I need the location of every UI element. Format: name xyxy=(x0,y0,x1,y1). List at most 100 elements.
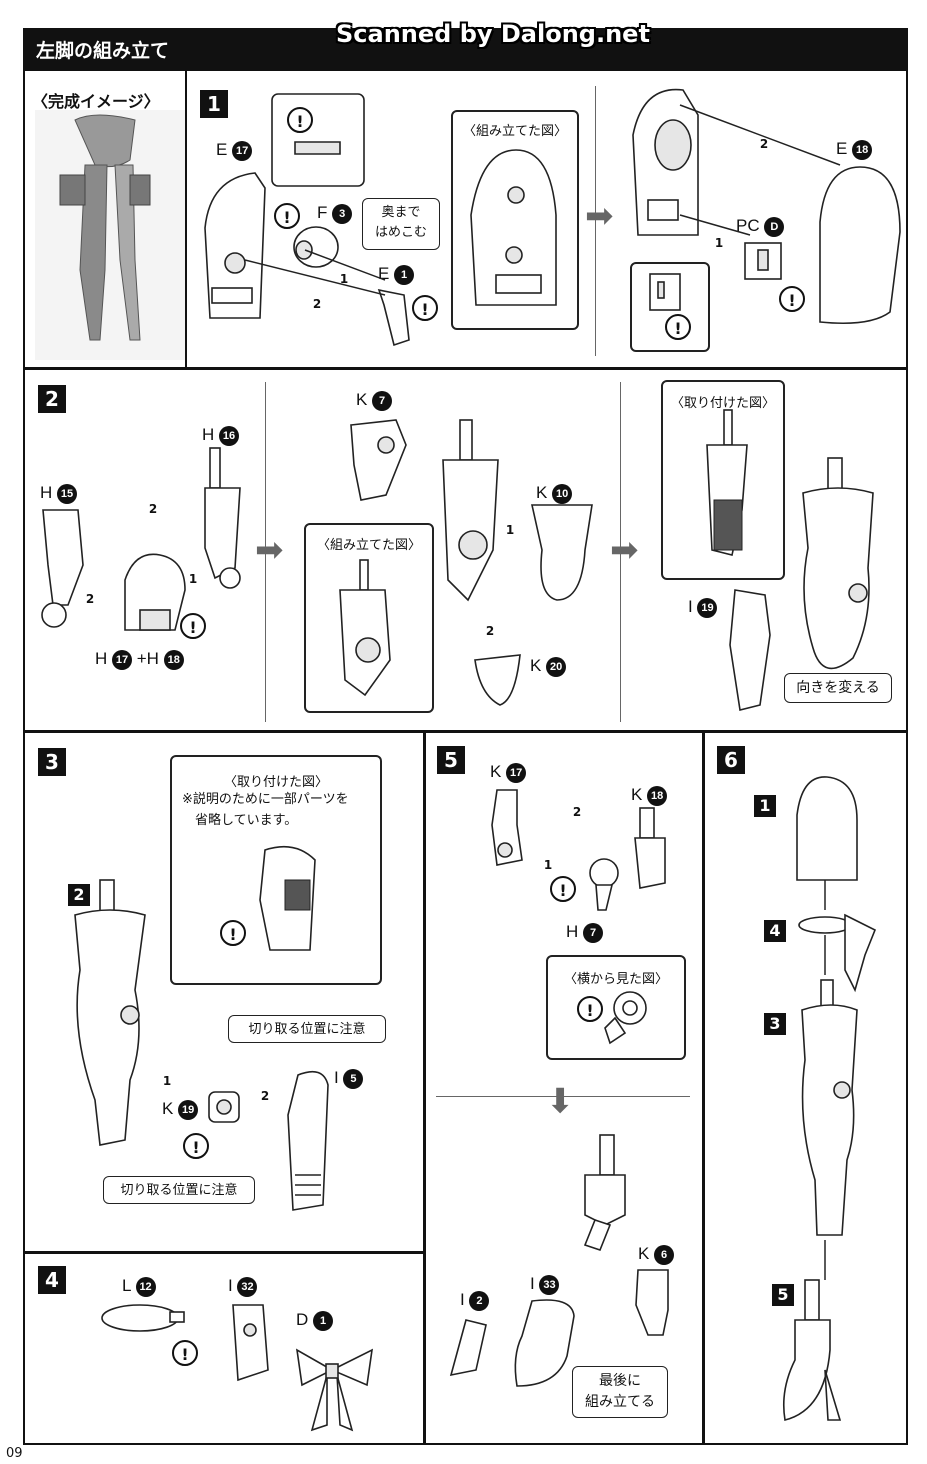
part-number: 19 xyxy=(697,597,718,618)
part-letter: K xyxy=(162,1099,174,1118)
part-label-e1: E 1 xyxy=(378,264,415,285)
attached-detail xyxy=(259,845,316,951)
part-label-h17-h18: H 17 +H 18 xyxy=(95,649,184,670)
warning-icon: ! xyxy=(220,920,246,946)
part-number: 7 xyxy=(583,922,604,943)
part-l12-disc xyxy=(101,1304,185,1332)
step6-number: 6 xyxy=(717,746,745,774)
warn-callout-box xyxy=(271,93,365,187)
part-i2 xyxy=(449,1319,487,1377)
part-letter: K xyxy=(536,483,548,502)
part-k19 xyxy=(208,1091,240,1123)
part-k20 xyxy=(474,654,521,706)
assembly-cap xyxy=(796,776,858,881)
cut-position-note-top: 切り取る位置に注意 xyxy=(228,1015,386,1043)
part-label-h7: H 7 xyxy=(566,922,604,943)
step6-arrows xyxy=(824,880,826,1280)
step6-panel xyxy=(703,731,908,1445)
part-number: 17 xyxy=(232,140,253,161)
part-e1 xyxy=(377,288,410,347)
part-number: 18 xyxy=(647,785,668,806)
attached-view-title: 〈取り付けた図〉 xyxy=(223,775,328,790)
part-e17-shell xyxy=(204,172,266,319)
part-number: 18 xyxy=(852,139,873,160)
part-leg-upper xyxy=(802,457,874,670)
part-number: 17 xyxy=(506,762,527,783)
part-number: 15 xyxy=(57,483,78,504)
part-letter: I xyxy=(228,1276,233,1295)
step5-number: 5 xyxy=(437,746,465,774)
step1-arrows xyxy=(244,249,386,296)
omission-note: ※説明のために一部パーツを 省略しています。 xyxy=(182,792,349,828)
hex-step-2: 2 xyxy=(260,1089,270,1103)
part-letter: K xyxy=(356,390,368,409)
part-pc-cube xyxy=(744,242,782,280)
part-number: 1 xyxy=(313,1310,334,1331)
part-letter: L xyxy=(122,1276,131,1295)
part-letter: E xyxy=(216,140,228,159)
part-number: D xyxy=(764,216,785,237)
hex-step-2: 2 xyxy=(759,137,769,151)
part-label-k20: K 20 xyxy=(530,656,567,677)
part-number: 10 xyxy=(552,483,573,504)
sub-step-3: 3 xyxy=(764,1013,786,1035)
step3-number: 3 xyxy=(38,748,66,776)
change-direction-note: 向きを変える xyxy=(784,673,892,703)
assembly-foot xyxy=(782,1279,842,1421)
part-k17 xyxy=(491,789,523,866)
part-h15 xyxy=(41,509,84,628)
part-number: 18 xyxy=(163,649,184,670)
flow-arrow: ➡ xyxy=(255,530,284,570)
part-letter: PC xyxy=(736,216,760,235)
part-letter: H xyxy=(40,483,53,502)
assembled-shell xyxy=(470,149,557,306)
part-leg-upper-step3 xyxy=(74,879,146,1146)
part-number: 12 xyxy=(135,1276,156,1297)
part-label-i32: I 32 xyxy=(228,1276,258,1297)
part-i33-shoe xyxy=(514,1299,575,1387)
part-number: 19 xyxy=(178,1099,199,1120)
step1-right-arrows xyxy=(679,104,841,236)
part-i19 xyxy=(729,589,771,711)
part-i5 xyxy=(287,1070,329,1211)
step5-divider xyxy=(436,1096,690,1097)
attached-view-title: 〈取り付けた図〉 xyxy=(670,396,775,411)
flow-arrow-down: ➡ xyxy=(540,1085,581,1115)
part-letter: I xyxy=(460,1290,465,1309)
assembled-view-title: 〈組み立てた図〉 xyxy=(462,124,567,139)
row2-divider-a xyxy=(265,382,266,722)
part-letter: K xyxy=(530,656,542,675)
part-i32 xyxy=(232,1304,269,1382)
hex-step-2: 2 xyxy=(485,624,495,638)
step4-panel xyxy=(23,1252,425,1445)
hex-step-2: 2 xyxy=(85,592,95,606)
step2-number: 2 xyxy=(38,385,66,413)
part-label-i33: I 33 xyxy=(530,1274,560,1295)
part-letter: I xyxy=(688,597,693,616)
warning-icon: ! xyxy=(287,107,313,133)
part-number: 5 xyxy=(343,1068,364,1089)
hex-step-2: 2 xyxy=(572,805,582,819)
part-label-k19: K 19 xyxy=(162,1099,199,1120)
hex-step-2: 2 xyxy=(312,297,322,311)
warning-icon: ! xyxy=(550,876,576,902)
step4-number: 4 xyxy=(38,1266,66,1294)
hex-step-1: 1 xyxy=(162,1074,172,1088)
part-k7 xyxy=(350,419,407,501)
part-label-i2: I 2 xyxy=(460,1290,490,1311)
row1-divider-a xyxy=(185,70,187,368)
warning-icon: ! xyxy=(665,314,691,340)
push-in-note: 奥まで はめこむ xyxy=(362,198,440,250)
part-k10 xyxy=(531,504,593,601)
part-leg-assembly xyxy=(442,419,499,602)
warning-icon: ! xyxy=(577,996,603,1022)
part-number: 17 xyxy=(112,649,133,670)
part-h17-h18 xyxy=(124,553,186,631)
part-number: 33 xyxy=(539,1274,560,1295)
part-h16 xyxy=(204,447,241,589)
part-label-l12: L 12 xyxy=(122,1276,156,1297)
part-label-d1: D 1 xyxy=(296,1310,334,1331)
flow-arrow: ➡ xyxy=(585,196,614,236)
assembly-leg xyxy=(801,979,858,1236)
part-number: 32 xyxy=(237,1276,258,1297)
